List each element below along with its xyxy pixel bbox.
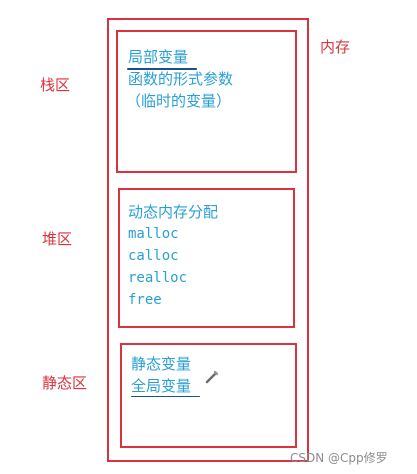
heap-line-free: free: [128, 292, 162, 308]
watermark: CSDN @Cpp修罗: [290, 451, 388, 465]
local-vars-underline: [127, 68, 197, 70]
heap-line-dynamic-alloc: 动态内存分配: [128, 203, 219, 221]
static-line-static-vars: 静态变量: [131, 355, 192, 373]
stack-line-params: 函数的形式参数: [128, 70, 234, 88]
heap-line-calloc: calloc: [128, 248, 179, 264]
static-label: 静态区: [42, 374, 88, 392]
memory-label: 内存: [320, 38, 351, 56]
heap-label: 堆区: [42, 230, 73, 248]
memory-region: [107, 18, 309, 462]
stack-box: [116, 30, 297, 173]
stack-label: 栈区: [40, 76, 71, 94]
pencil-icon: [205, 369, 219, 384]
static-box: [120, 343, 297, 448]
heap-line-realloc: realloc: [128, 270, 188, 286]
stack-line-local-vars: 局部变量: [128, 48, 189, 66]
heap-line-malloc: malloc: [128, 226, 179, 242]
global-vars-underline: [131, 396, 200, 397]
stack-line-temp-vars: （临时的变量）: [126, 92, 232, 110]
heap-box: [118, 188, 295, 328]
static-line-global-vars: 全局变量: [131, 377, 192, 395]
